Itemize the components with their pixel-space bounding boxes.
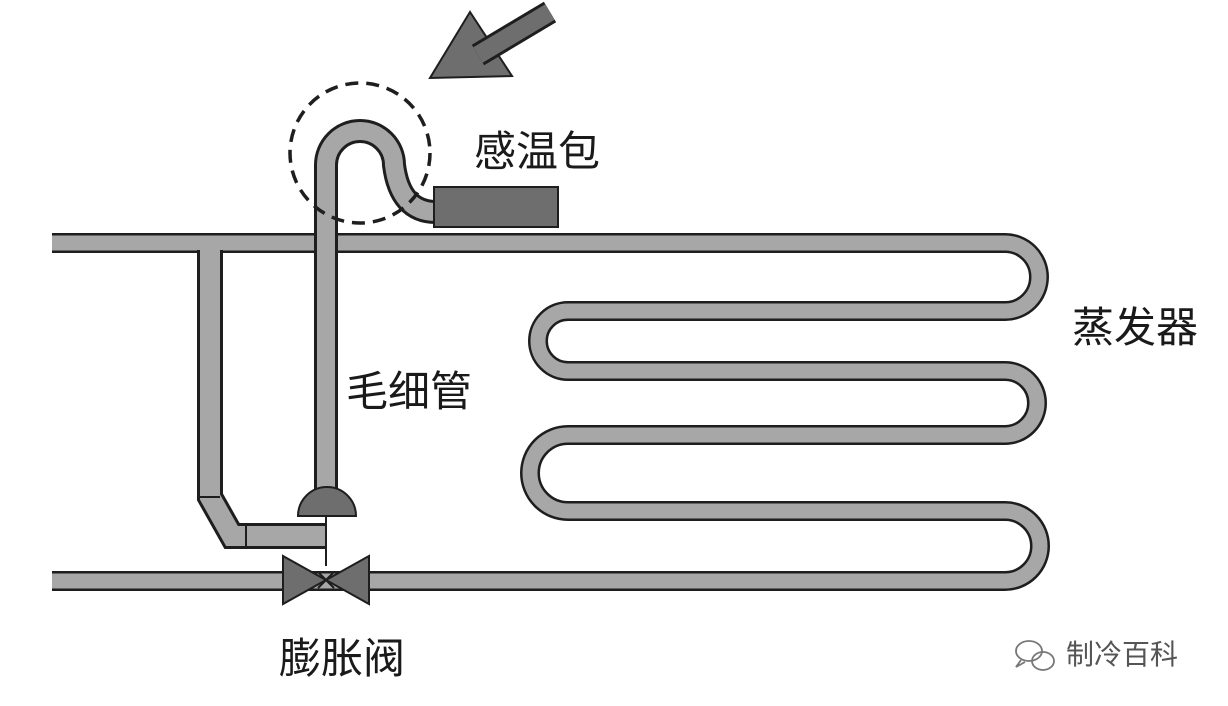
capillary-label: 毛细管 (346, 367, 472, 416)
valve-diaphragm (296, 486, 358, 517)
wechat-logo-icon (1015, 640, 1055, 671)
highlight-circle (288, 81, 432, 225)
capillary-tube (314, 119, 437, 490)
valve-label: 膨胀阀 (279, 634, 405, 683)
equalizer-line (197, 250, 325, 549)
evaporator-pipe (52, 233, 1050, 591)
watermark-text: 制冷百科 (1066, 638, 1178, 671)
evaporator-label: 蒸发器 (1072, 303, 1198, 352)
bulb-label: 感温包 (474, 127, 600, 176)
expansion-valve (282, 554, 329, 606)
sensing-bulb (433, 186, 559, 228)
